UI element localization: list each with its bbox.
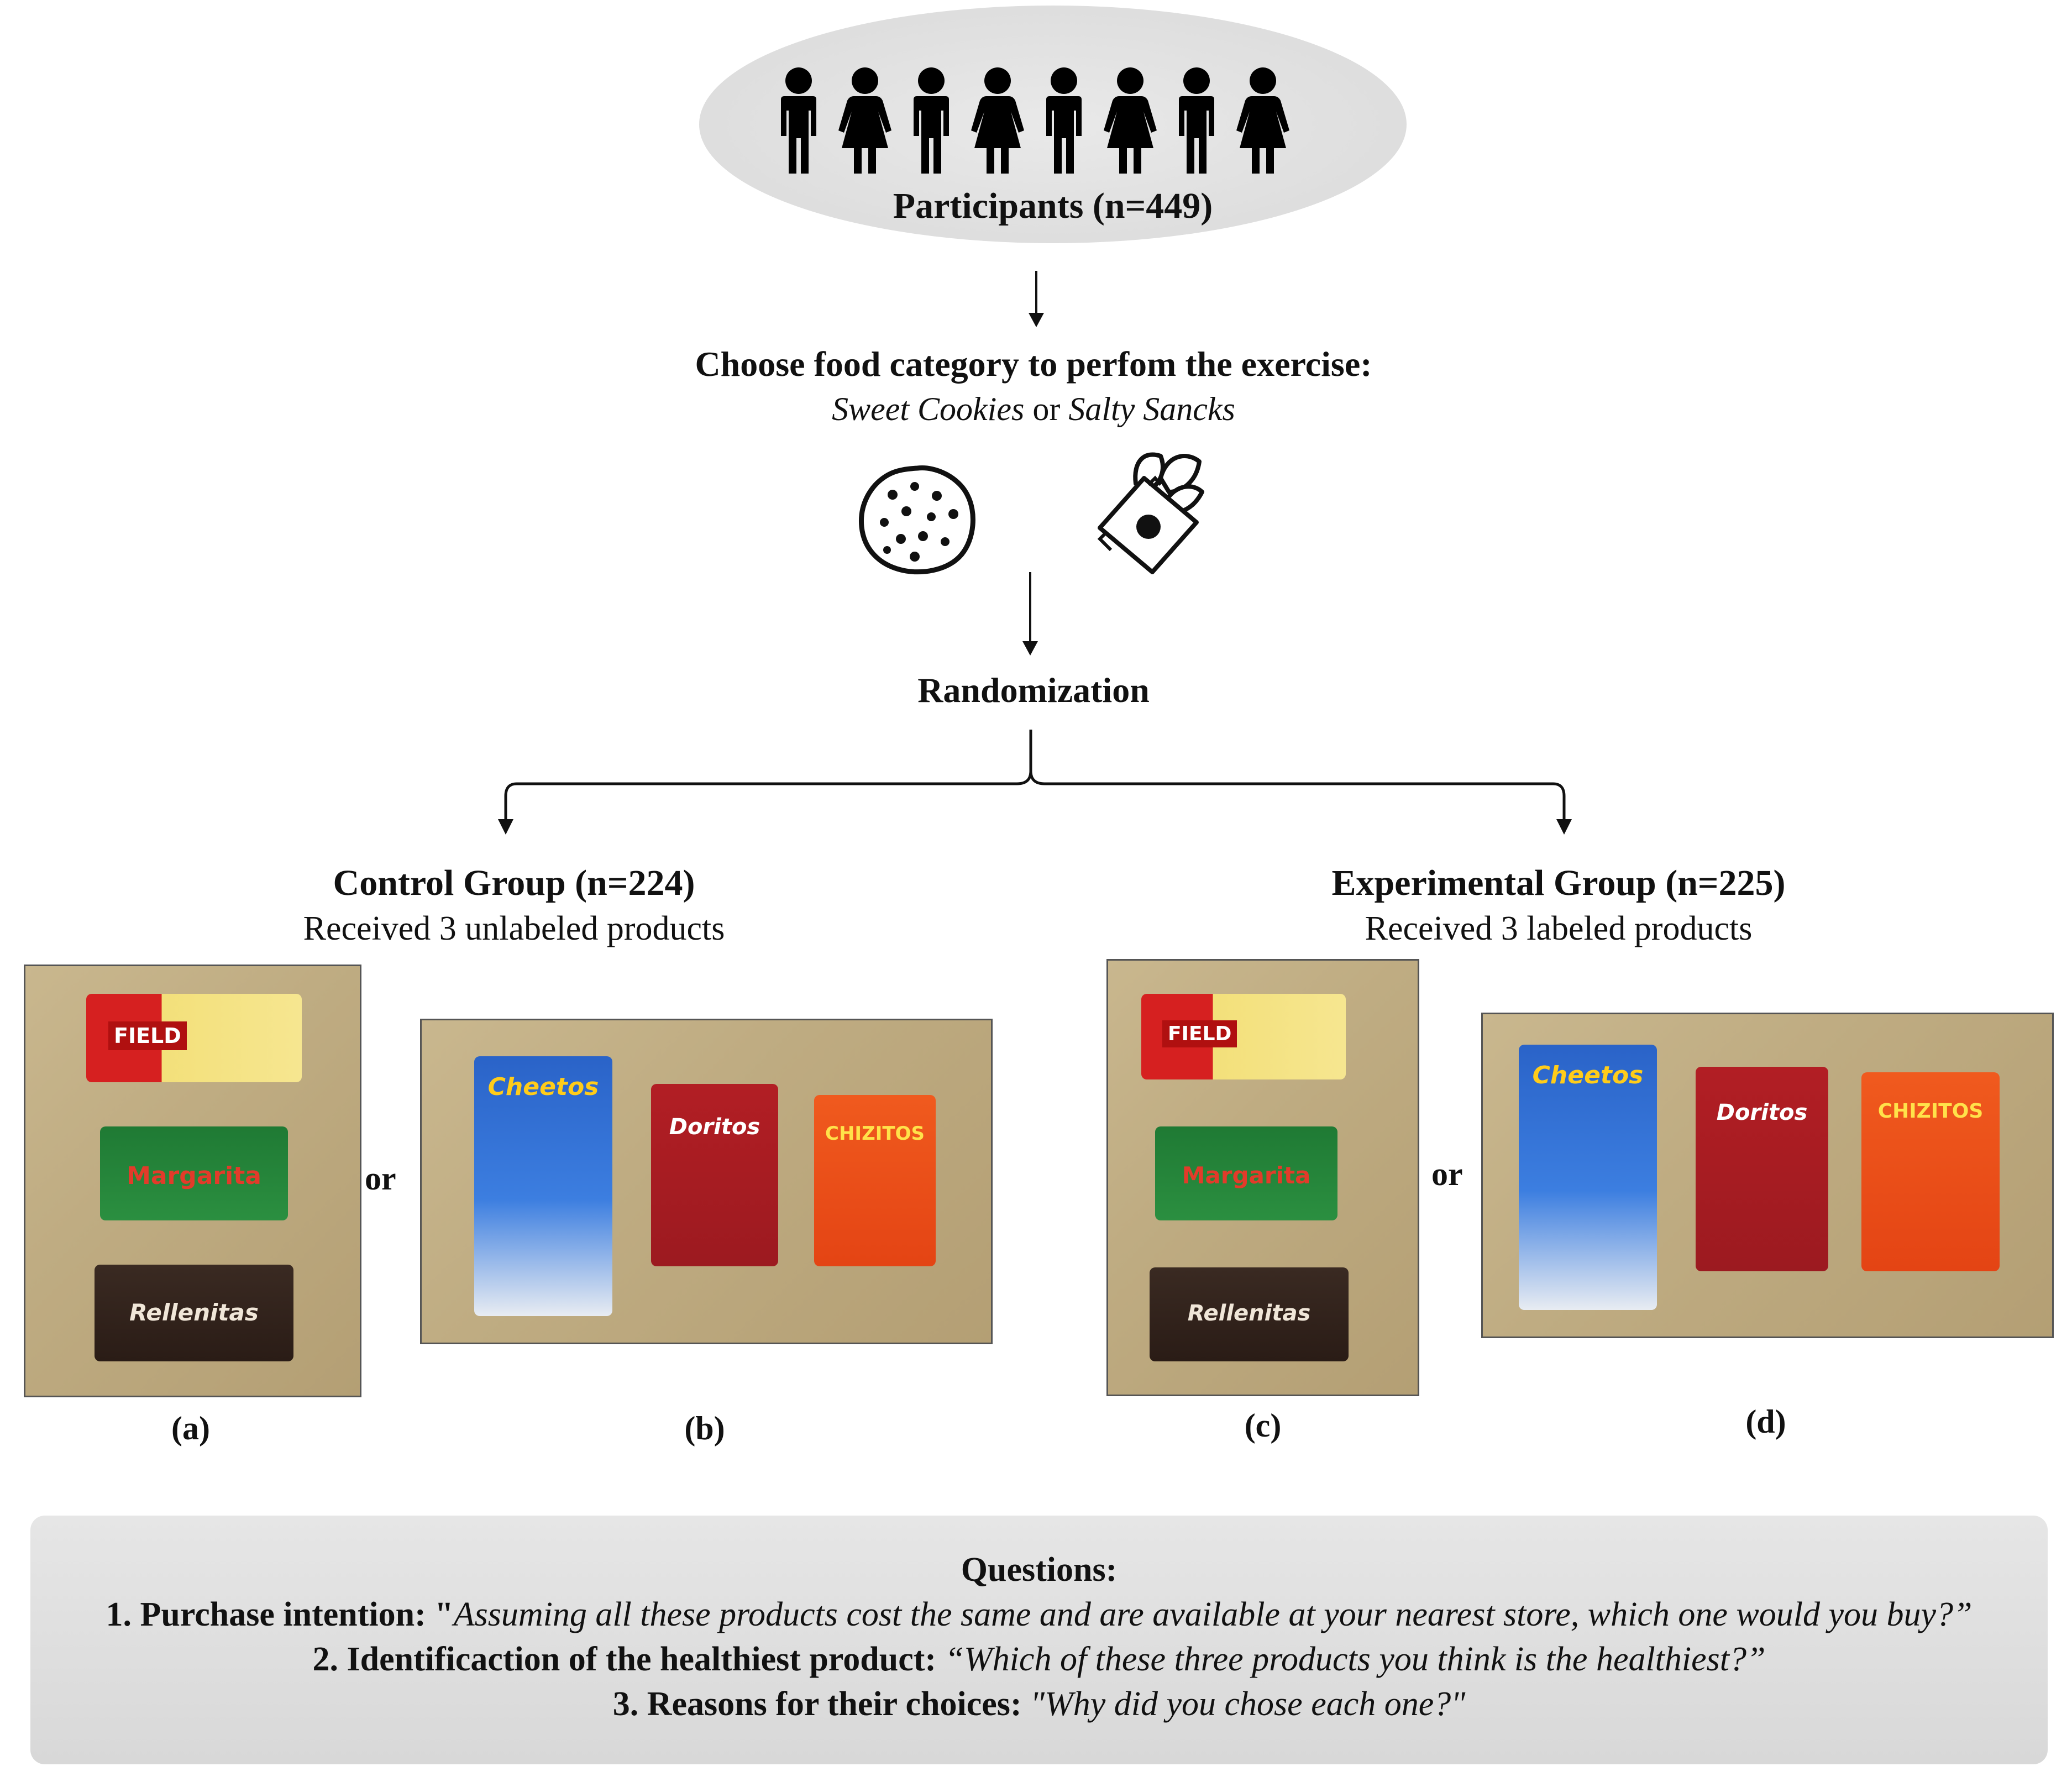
category-options: Sweet Cookies or Salty Sancks [332,390,1735,428]
photo-snacks-unlabeled: Cheetos Doritos CHIZITOS [420,1019,993,1344]
question-2: 2. Identificaction of the healthiest pro… [30,1640,2048,1679]
option-connector: or [1032,391,1061,427]
question-3-text: "Why did you chose each one?" [1030,1685,1466,1723]
or-separator-control: or [365,1160,396,1197]
option-sweet-cookies: Sweet Cookies [832,391,1025,427]
photo-cookies-labeled: FIELD Margarita Rellenitas [1106,959,1419,1396]
or-separator-experimental: or [1431,1156,1463,1192]
male-icon [1046,67,1082,174]
package-chizitos: CHIZITOS [814,1095,936,1266]
control-group-subtitle: Received 3 unlabeled products [303,910,725,947]
question-3: 3. Reasons for their choices: "Why did y… [30,1685,2048,1724]
package-cheetos-labeled: Cheetos [1519,1045,1657,1310]
participants-label: Participants (n=449) [893,186,1213,226]
arrow-participants-to-category [1035,271,1037,315]
female-icon [1236,67,1289,174]
randomization-branch-arrow [498,730,1572,835]
cookie-icon [858,465,975,575]
package-field-labeled: FIELD [1141,994,1346,1079]
caption-b: (b) [684,1410,725,1446]
male-icon [914,67,949,174]
experimental-group-title: Experimental Group (n=225) [1331,863,1786,903]
experimental-group-subtitle: Received 3 labeled products [1365,910,1753,947]
option-salty-snacks: Salty Sancks [1068,391,1235,427]
randomization-label: Randomization [917,670,1150,710]
question-3-label: 3. Reasons for their choices: [612,1685,1031,1723]
question-1: 1. Purchase intention: "Assuming all the… [106,1596,1973,1633]
question-1-label: 1. Purchase intention: [106,1596,435,1633]
snack-bag-icon [1097,452,1204,574]
caption-d: (d) [1745,1403,1786,1440]
package-doritos-labeled: Doritos [1696,1067,1828,1271]
question-1-text: Assuming all these products cost the sam… [453,1596,1973,1633]
male-icon [781,67,816,174]
package-rellenitas-labeled: Rellenitas [1150,1267,1349,1361]
question-2-label: 2. Identificaction of the healthiest pro… [312,1641,945,1678]
arrowhead [1022,641,1038,656]
female-icon [1104,67,1157,174]
package-chizitos-labeled: CHIZITOS [1861,1072,2000,1271]
arrow-category-to-randomization [1029,572,1031,644]
photo-cookies-unlabeled: FIELD Margarita Rellenitas [24,965,361,1397]
people-row [781,67,1289,174]
female-icon [838,67,891,174]
control-group-title: Control Group (n=224) [333,863,695,903]
participants-bubble [699,6,1407,243]
package-field: FIELD [86,994,302,1082]
photo-snacks-labeled: Cheetos Doritos CHIZITOS [1481,1013,2054,1338]
package-rellenitas: Rellenitas [95,1265,293,1361]
female-icon [971,67,1024,174]
question-2-text: “Which of these three products you think… [945,1641,1766,1678]
package-cheetos: Cheetos [474,1056,612,1316]
questions-panel [30,1516,2048,1764]
package-margarita: Margarita [100,1126,288,1220]
caption-a: (a) [171,1410,210,1446]
category-title: Choose food category to perfom the exerc… [695,344,1372,384]
male-icon [1179,67,1214,174]
arrowhead [1029,313,1044,327]
package-margarita-labeled: Margarita [1155,1126,1337,1220]
questions-title: Questions: [961,1551,1118,1589]
package-doritos: Doritos [651,1084,778,1266]
caption-c: (c) [1244,1407,1282,1444]
